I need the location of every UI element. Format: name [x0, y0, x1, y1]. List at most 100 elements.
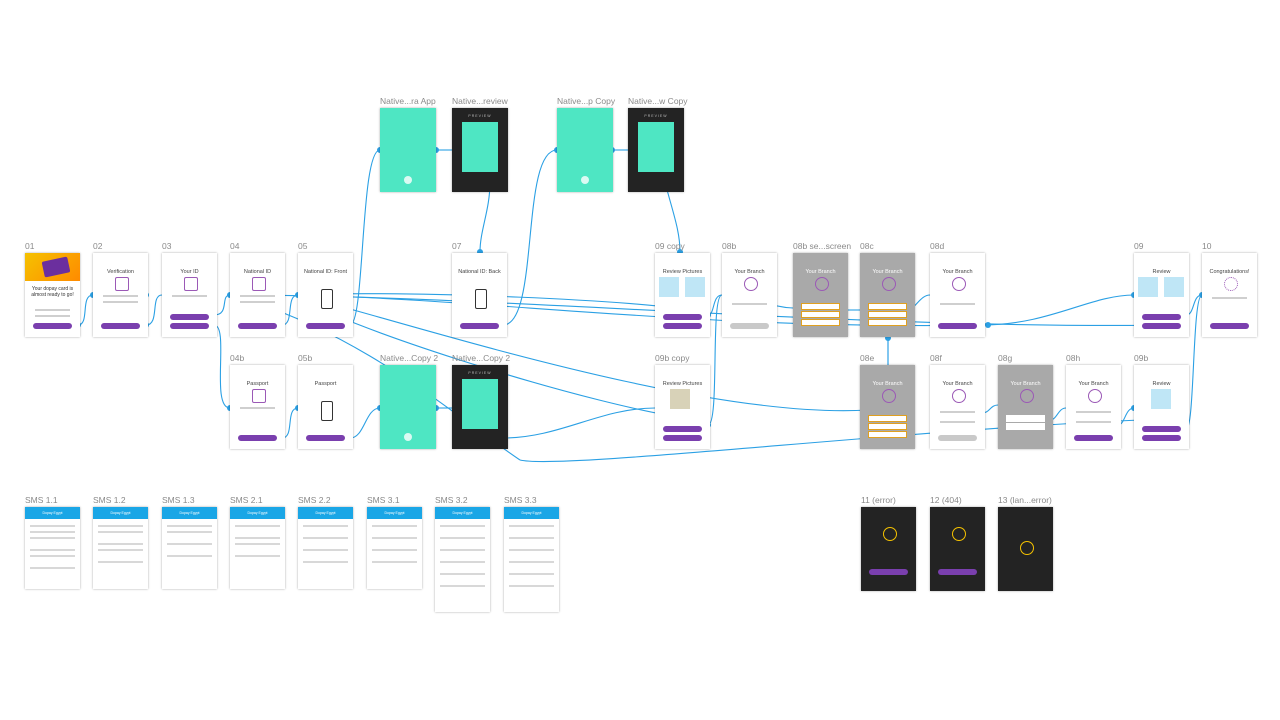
artboard-09[interactable]: 09 Review — [1134, 241, 1189, 337]
dropdown-option[interactable] — [868, 415, 907, 422]
screen-title: Your Branch — [872, 269, 903, 275]
shutter-icon[interactable] — [404, 176, 412, 184]
artboard-sms-2-2[interactable]: SMS 2.2 Dopay Egypt — [298, 495, 353, 589]
artboard-05[interactable]: 05 National ID: Front — [298, 241, 353, 337]
take-picture-button[interactable] — [460, 323, 499, 329]
select-field[interactable] — [940, 411, 975, 413]
next-button[interactable] — [938, 323, 977, 329]
dropdown-option[interactable] — [801, 311, 840, 318]
artboard-04[interactable]: 04 National ID — [230, 241, 285, 337]
artboard-01[interactable]: 01 Your dopay card is almost ready to go… — [25, 241, 80, 337]
artboard-native-review-copy[interactable]: Native...w Copy PREVIEW — [628, 96, 688, 192]
dropdown-option[interactable] — [868, 319, 907, 326]
primary-button[interactable] — [238, 323, 277, 329]
artboard-10[interactable]: 10 Congratulations! — [1202, 241, 1257, 337]
primary-button[interactable] — [238, 435, 277, 441]
submit-button[interactable] — [1142, 435, 1181, 441]
artboard-native-copy-2[interactable]: Native...Copy 2 — [380, 353, 438, 449]
retake-button[interactable] — [663, 435, 702, 441]
artboard-08f[interactable]: 08f Your Branch — [930, 353, 985, 449]
select-field[interactable] — [940, 303, 975, 305]
artboard-label: 02 — [93, 241, 103, 251]
primary-button[interactable] — [33, 323, 72, 329]
dropdown-option[interactable] — [1006, 415, 1045, 422]
dropdown-option[interactable] — [868, 303, 907, 310]
artboard-08d[interactable]: 08d Your Branch — [930, 241, 985, 337]
artboard-09-copy[interactable]: 09 copy Review Pictures — [655, 241, 710, 337]
artboard-08c[interactable]: 08c Your Branch — [860, 241, 915, 337]
artboard-native-camera-app[interactable]: Native...ra App — [380, 96, 436, 192]
location-pin-icon — [881, 277, 896, 291]
artboard-sms-3-1[interactable]: SMS 3.1 Dopay Egypt — [367, 495, 422, 589]
retry-button[interactable] — [869, 569, 908, 575]
artboard-09b-copy[interactable]: 09b copy Review Pictures — [655, 353, 710, 449]
take-picture-button[interactable] — [306, 323, 345, 329]
artboard-09b[interactable]: 09b Review — [1134, 353, 1189, 449]
screen-title: Your Branch — [734, 269, 765, 275]
artboard-sms-2-1[interactable]: SMS 2.1 Dopay Egypt — [230, 495, 285, 589]
artboard-sms-1-2[interactable]: SMS 1.2 Dopay Egypt — [93, 495, 148, 589]
dropdown-option[interactable] — [801, 319, 840, 326]
artboard-03[interactable]: 03 Your ID — [162, 241, 217, 337]
artboard-08b[interactable]: 08b Your Branch — [722, 241, 777, 337]
confirm-button[interactable] — [1142, 314, 1181, 320]
artboard-canvas — [930, 507, 985, 591]
select-field[interactable] — [1076, 411, 1111, 413]
artboard-08b-select[interactable]: 08b se...screen Your Branch — [793, 241, 851, 337]
artboard-label: 01 — [25, 241, 35, 251]
artboard-native-copy[interactable]: Native...p Copy — [557, 96, 615, 192]
artboard-label: SMS 3.1 — [367, 495, 400, 505]
dropdown-option[interactable] — [1006, 423, 1045, 430]
artboard-canvas — [861, 507, 916, 591]
artboard-native-review[interactable]: Native...review PREVIEW — [452, 96, 508, 192]
artboard-11-error[interactable]: 11 (error) — [861, 495, 916, 591]
select-field[interactable] — [1076, 421, 1111, 423]
artboard-canvas: Passport — [298, 365, 353, 449]
next-button[interactable] — [730, 323, 769, 329]
next-button[interactable] — [938, 435, 977, 441]
submit-button[interactable] — [1142, 323, 1181, 329]
body-text — [240, 295, 275, 297]
artboard-13-landscape-error[interactable]: 13 (lan...error) — [998, 495, 1053, 591]
sms-header: Dopay Egypt — [367, 507, 422, 519]
artboard-04b[interactable]: 04b Passport — [230, 353, 285, 449]
artboard-sms-3-2[interactable]: SMS 3.2 Dopay Egypt — [435, 495, 490, 612]
done-button[interactable] — [1210, 323, 1249, 329]
id-card-icon — [183, 277, 198, 291]
artboard-label: 09b copy — [655, 353, 690, 363]
passport-button[interactable] — [170, 323, 209, 329]
national-id-button[interactable] — [170, 314, 209, 320]
select-field[interactable] — [732, 303, 767, 305]
artboard-07[interactable]: 07 National ID: Back — [452, 241, 507, 337]
confirm-button[interactable] — [1142, 426, 1181, 432]
dropdown-option[interactable] — [868, 423, 907, 430]
artboard-sms-3-3[interactable]: SMS 3.3 Dopay Egypt — [504, 495, 559, 612]
primary-button[interactable] — [101, 323, 140, 329]
retake-button[interactable] — [663, 323, 702, 329]
artboard-sms-1-3[interactable]: SMS 1.3 Dopay Egypt — [162, 495, 217, 589]
artboard-08g[interactable]: 08g Your Branch — [998, 353, 1053, 449]
select-field[interactable] — [940, 421, 975, 423]
take-picture-button[interactable] — [306, 435, 345, 441]
shutter-icon[interactable] — [404, 433, 412, 441]
preview-header: PREVIEW — [468, 371, 492, 375]
artboard-label: SMS 1.2 — [93, 495, 126, 505]
artboard-02[interactable]: 02 Verification — [93, 241, 148, 337]
dropdown-option[interactable] — [868, 431, 907, 438]
artboard-12-404[interactable]: 12 (404) — [930, 495, 985, 591]
next-button[interactable] — [1074, 435, 1113, 441]
artboard-label: Native...ra App — [380, 96, 436, 106]
confirm-button[interactable] — [663, 426, 702, 432]
dropdown-option[interactable] — [868, 311, 907, 318]
confirm-button[interactable] — [663, 314, 702, 320]
shutter-icon[interactable] — [581, 176, 589, 184]
retry-button[interactable] — [938, 569, 977, 575]
artboard-native-review-copy-2[interactable]: Native...Copy 2 PREVIEW — [452, 353, 510, 449]
artboard-canvas — [380, 365, 436, 449]
dropdown-option[interactable] — [801, 303, 840, 310]
artboard-05b[interactable]: 05b Passport — [298, 353, 353, 449]
artboard-08e[interactable]: 08e Your Branch — [860, 353, 915, 449]
artboard-sms-1-1[interactable]: SMS 1.1 Dopay Egypt — [25, 495, 80, 589]
artboard-08h[interactable]: 08h Your Branch — [1066, 353, 1121, 449]
preview-header: PREVIEW — [644, 114, 668, 118]
